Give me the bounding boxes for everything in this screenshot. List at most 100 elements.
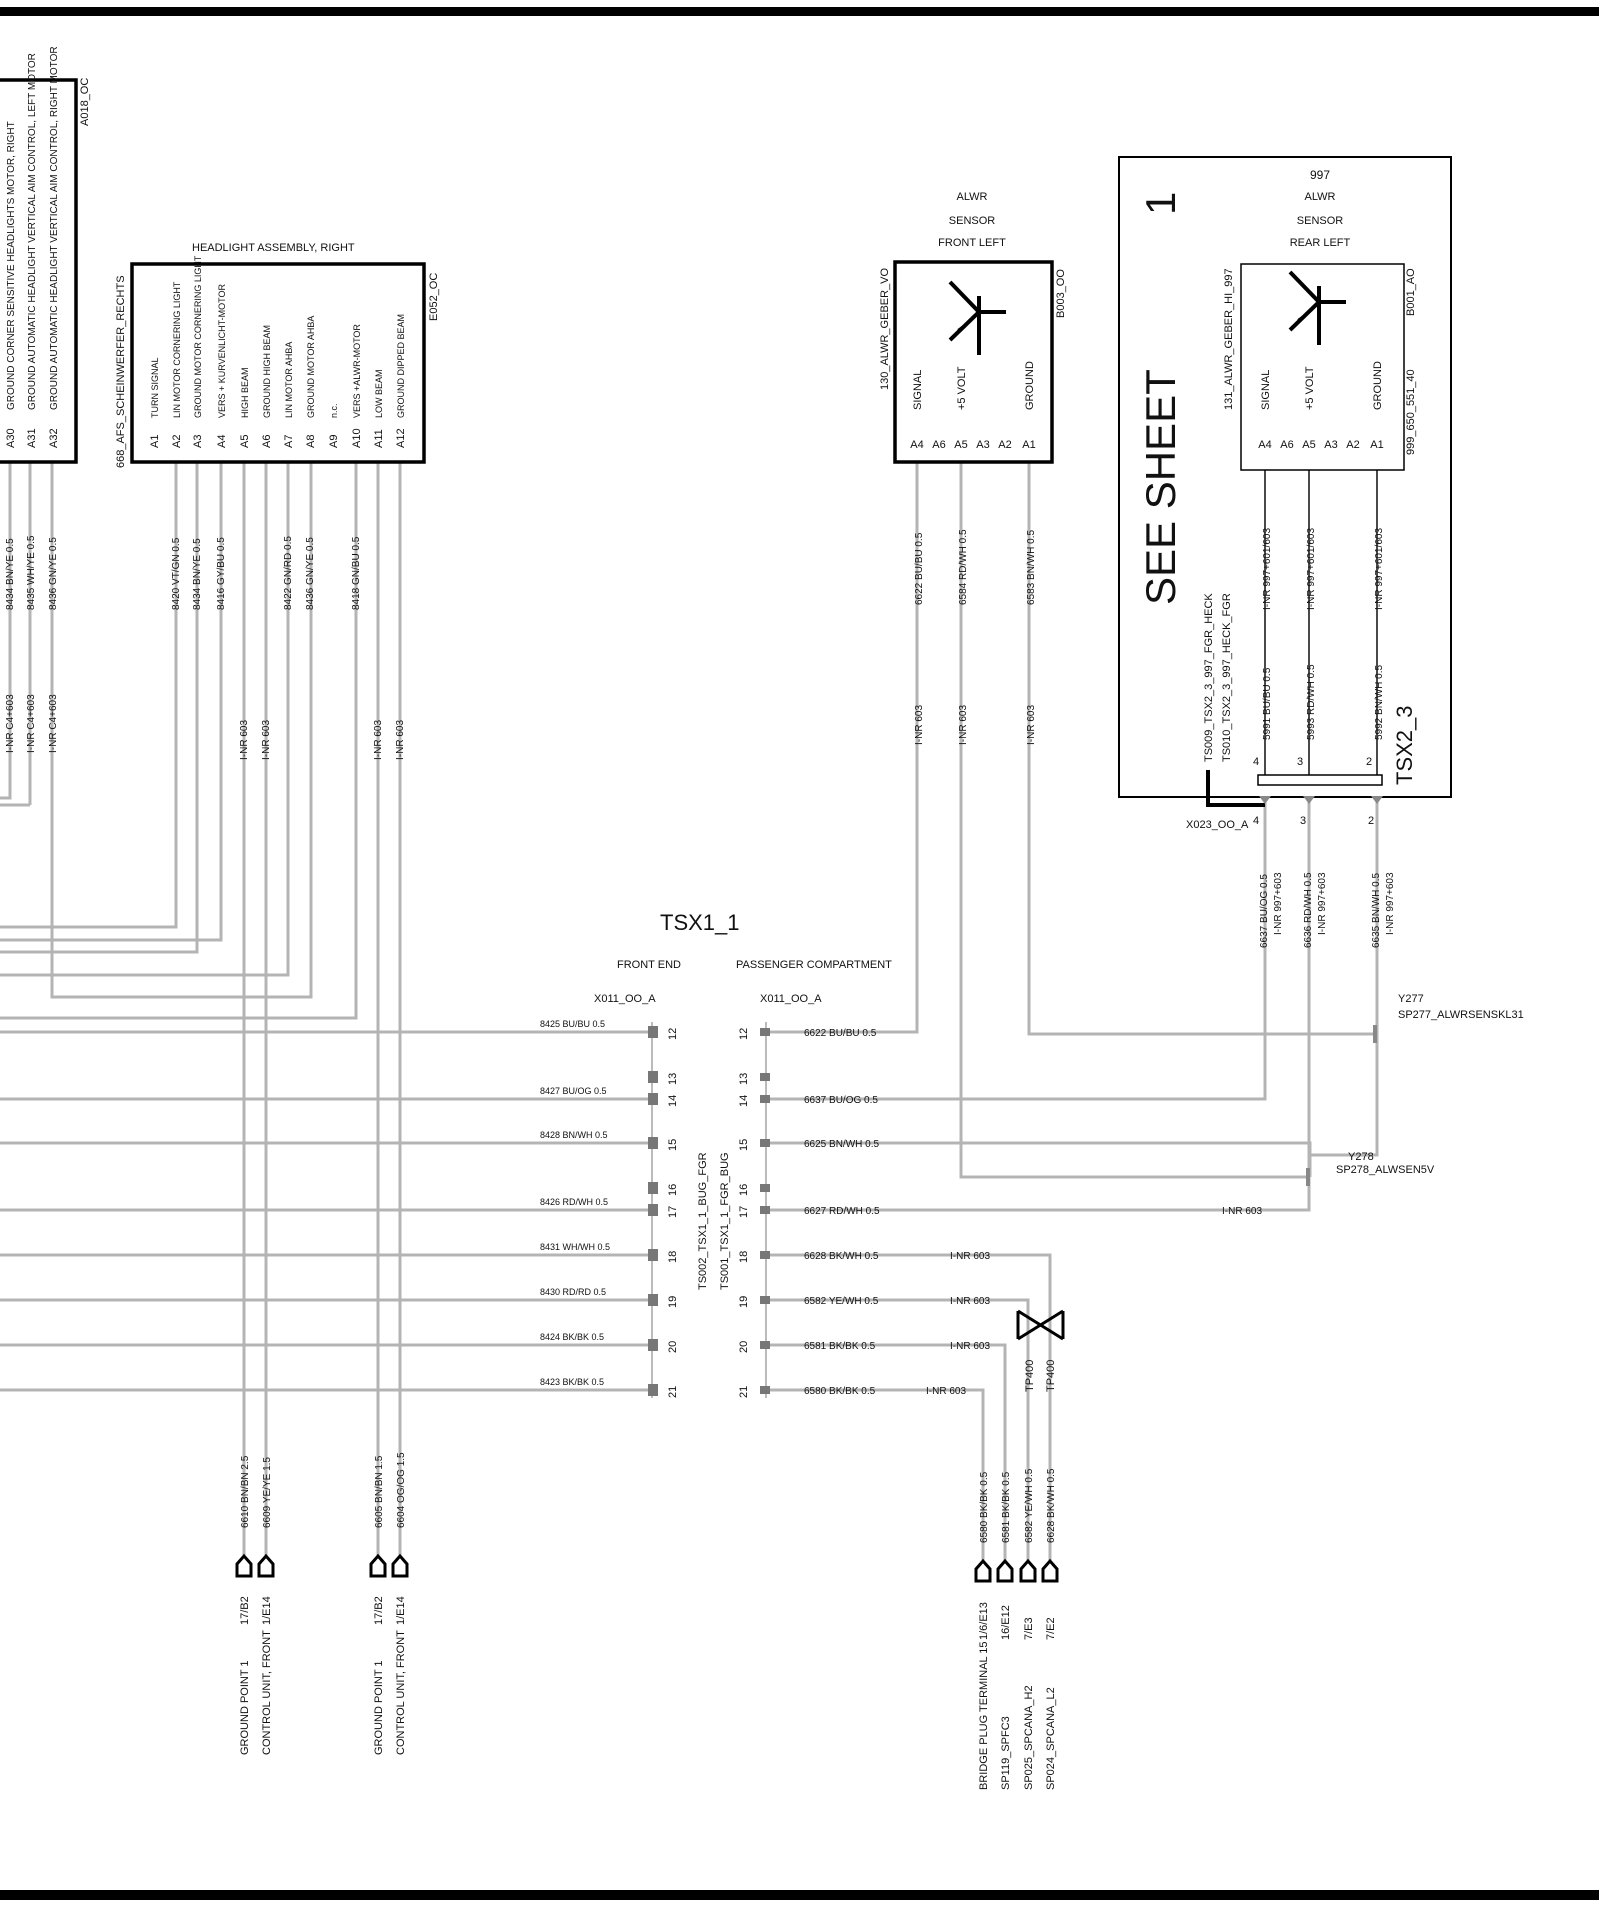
wire-h-a4: [0, 462, 223, 942]
tsx1-left-wire-18: 8431 WH/WH 0.5: [540, 1242, 610, 1252]
sensor-front-pin-a4: A4: [910, 439, 923, 451]
tsx1-pin-num-left-15: 15: [667, 1139, 679, 1151]
headlight-wire-a10: 8418 GN/BU 0.5: [351, 536, 362, 610]
sensor-front-box: [893, 260, 1054, 464]
sensor-front-ref: B003_OO: [1055, 269, 1067, 318]
headlight-pin-a11: A11: [373, 429, 385, 448]
tsx1-right-wire-21: 6580 BK/BK 0.5: [804, 1386, 876, 1397]
tsx1-harness-18: I-NR 603: [950, 1251, 990, 1262]
tsx2-label: TSX2_3: [1392, 706, 1417, 786]
tsx1-pin-right-18: [760, 1251, 770, 1259]
module-a018-ref: A018_OC: [79, 78, 91, 126]
headlight-pin-a6: A6: [261, 435, 273, 448]
tsx1-pin-num-left-18: 18: [667, 1251, 679, 1263]
out-harness-2: I-NR 997+603: [1317, 872, 1328, 935]
tsx1-left-wire-17: 8426 RD/WH 0.5: [540, 1197, 608, 1207]
x023-label: X023_OO_A: [1186, 819, 1249, 831]
rear-inner-labels: I-NR 997+601/603 I-NR 997+601/603 I-NR 9…: [1262, 528, 1385, 740]
tsx1-harness-19: I-NR 603: [950, 1296, 990, 1307]
tsx1-right-wire-19: 6582 YE/WH 0.5: [804, 1296, 879, 1307]
tsx1-pin-num-left-17: 17: [667, 1206, 679, 1218]
headlight-harness-a5: I-NR 603: [239, 720, 250, 760]
splice-y277: Y277 SP277_ALWRSENSKL31: [1373, 993, 1524, 1043]
tsx1-pin-num-right-13: 13: [738, 1073, 750, 1085]
tsx1-pin-right-12: [760, 1028, 770, 1036]
tsx1-pin-num-left-20: 20: [667, 1341, 679, 1353]
out-wire-2: 6636 RD/WH 0.5: [1303, 872, 1314, 948]
tsx1-right-wire-20: 6581 BK/BK 0.5: [804, 1341, 876, 1352]
see-sheet-box[interactable]: [1118, 156, 1452, 798]
tsx1-pin-left-14: [648, 1093, 658, 1105]
tsx1-right-wire-18: 6628 BK/WH 0.5: [804, 1251, 879, 1262]
splice-y278-id: Y278: [1348, 1151, 1374, 1163]
tsx1-left-wire-14: 8427 BU/OG 0.5: [540, 1086, 607, 1096]
wire-right-20: [765, 1343, 1007, 1560]
bottom-label-3: SP025_SPCANA_H2: [1023, 1685, 1035, 1790]
top-border: [0, 7, 1599, 16]
wire-sensor-ground: [1027, 462, 1377, 1036]
wire-a30: [0, 462, 12, 800]
tsx1-pin-num-right-21: 21: [738, 1386, 750, 1398]
rear-sensor-title-2: SENSOR: [1297, 215, 1344, 227]
wire-rear-4: [765, 802, 1267, 1101]
bottom-label-2: SP119_SPFC3: [1000, 1716, 1012, 1790]
tsx2-pin-4-out: 4: [1253, 815, 1259, 827]
ground-ref-1: 17/B2: [239, 1596, 251, 1625]
tsx1-left-wire-12: 8425 BU/BU 0.5: [540, 1019, 605, 1029]
pin-a30: A30: [5, 428, 17, 448]
sensor-front-symbol: [948, 280, 1006, 355]
headlight-pin-label-a8: GROUND MOTOR AHBA: [306, 316, 316, 418]
inner-wire-1: 5991 BU/BU 0.5: [1262, 667, 1273, 740]
tsx1-pin-left-16: [648, 1182, 658, 1194]
headlight-ref: E052_OC: [428, 273, 440, 321]
rear-sensor-code: 131_ALWR_GEBER_HI_997: [1223, 268, 1235, 410]
tsx1-harness-20: I-NR 603: [950, 1341, 990, 1352]
bottom-ref-4: 7/E2: [1045, 1617, 1057, 1640]
tsx2-pin-2-out: 2: [1368, 815, 1374, 827]
tsx1-pin-num-left-21: 21: [667, 1386, 679, 1398]
inner-harness-2: I-NR 997+601/603: [1306, 528, 1317, 610]
tsx1-x-right: X011_OO_A: [760, 993, 822, 1005]
rear-sensor-pin-a2: A2: [1346, 439, 1359, 451]
rear-sensor-title-1: ALWR: [1305, 191, 1336, 203]
tsx1-pin-right-16: [760, 1184, 770, 1192]
bottom-plug-4: [1041, 1558, 1059, 1583]
wire-rear-3: [765, 802, 1311, 1212]
sensor-front-title-3: FRONT LEFT: [938, 237, 1006, 249]
bottom-wire-1: 6580 BK/BK 0.5: [979, 1471, 990, 1543]
tsx1-title: TSX1_1: [660, 910, 740, 935]
headlight-pin-label-a10: VERS +ALWR-MOTOR: [352, 324, 362, 418]
tsx1-pin-left-15: [648, 1137, 658, 1149]
tsx1-pin-num-right-16: 16: [738, 1184, 750, 1196]
pin-a32-label: GROUND AUTOMATIC HEADLIGHT VERTICAL AIM …: [49, 46, 60, 410]
bottom-wire-3: 6582 YE/WH 0.5: [1024, 1468, 1035, 1543]
tsx1-pin-num-right-20: 20: [738, 1341, 750, 1353]
rear-sensor-pin-a6: A6: [1280, 439, 1293, 451]
bottom-wire-2: 6581 BK/BK 0.5: [1001, 1471, 1012, 1543]
tsx1-pin-left-19: [648, 1294, 658, 1306]
bottom-label-4: SP024_SPCANA_L2: [1045, 1687, 1057, 1790]
ground-ref-3: 17/B2: [373, 1596, 385, 1625]
sf-harness-1: I-NR 603: [914, 705, 925, 745]
pin-a31-label: GROUND AUTOMATIC HEADLIGHT VERTICAL AIM …: [27, 53, 38, 410]
wire-h-a3: [0, 462, 199, 954]
rear-sensor-pin-a3: A3: [1324, 439, 1337, 451]
tsx1-pin-num-left-16: 16: [667, 1184, 679, 1196]
inner-harness-3: I-NR 997+601/603: [1374, 528, 1385, 610]
bottom-ref-2: 16/E12: [1000, 1605, 1012, 1640]
headlight-wire-a3: 8434 BN/YE 0.5: [192, 538, 203, 610]
harness-a32-label: I-NR C4+603: [48, 694, 59, 753]
sensor-front-label-1: SIGNAL: [912, 370, 924, 410]
out-harness-1: I-NR 997+603: [1273, 872, 1284, 935]
headlight-pin-a8: A8: [305, 435, 317, 448]
ground-label-1: GROUND POINT 1: [239, 1660, 251, 1755]
tsx2-pin-4-in: 4: [1253, 756, 1259, 768]
tsx1-left-wire-19: 8430 RD/RD 0.5: [540, 1287, 606, 1297]
headlight-pin-a10: A10: [351, 428, 363, 448]
harness-a31-label: I-NR C4+603: [26, 694, 37, 753]
headlight-harness-a11: I-NR 603: [373, 720, 384, 760]
bottom-label-1: BRIDGE PLUG TERMINAL 15: [978, 1641, 990, 1790]
